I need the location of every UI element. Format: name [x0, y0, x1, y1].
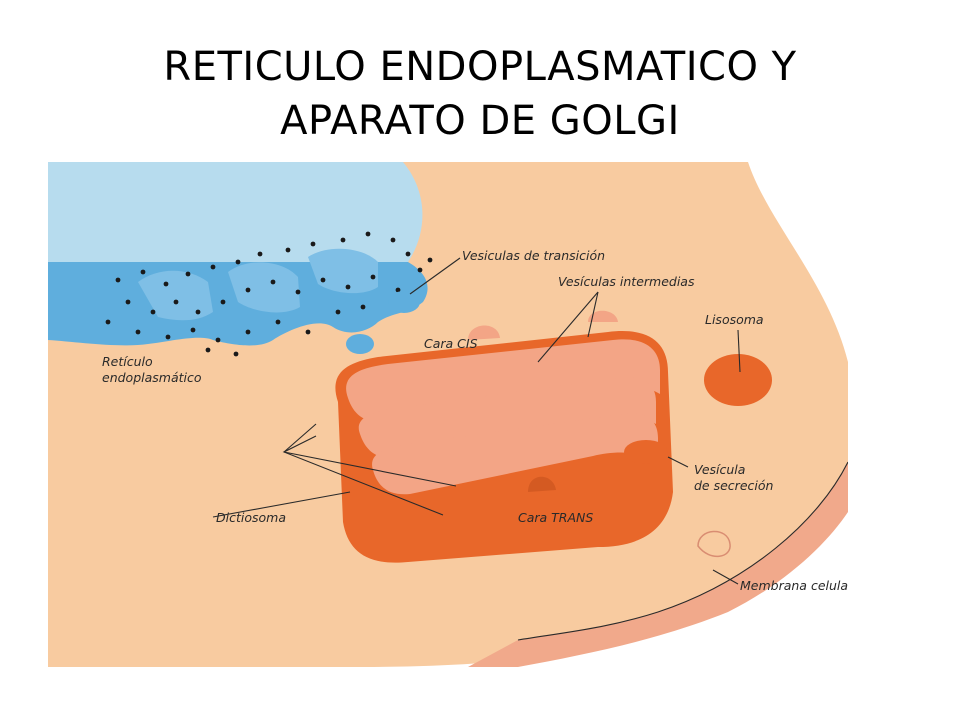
ribosome-dots: [105, 231, 433, 357]
label-lisosoma: Lisosoma: [705, 312, 764, 327]
golgi-dictyosome: [335, 310, 673, 563]
exocytosis-pocket: [697, 530, 731, 557]
transition-vesicle: [388, 291, 420, 313]
label-vesicula-secrecion-line1: Vesícula: [694, 462, 745, 477]
lysosome: [704, 354, 772, 406]
label-membrana-celular: Membrana celular: [740, 578, 848, 593]
label-cara-cis: Cara CIS: [424, 336, 478, 351]
label-vesiculas-intermedias: Vesículas intermedias: [558, 274, 695, 289]
label-vesicula-secrecion-line2: de secreción: [694, 478, 773, 493]
slide-title: RETICULO ENDOPLASMATICO Y APARATO DE GOL…: [0, 40, 960, 148]
leader-lines: [212, 257, 741, 585]
label-vesiculas-transicion: Vesiculas de transición: [462, 248, 605, 263]
title-line-2: APARATO DE GOLGI: [280, 98, 680, 144]
title-line-1: RETICULO ENDOPLASMATICO Y: [163, 44, 797, 90]
cell-membrane: [468, 462, 848, 667]
label-cara-trans: Cara TRANS: [518, 510, 593, 525]
nucleus-region: [48, 162, 423, 262]
label-reticulo-line2: endoplasmático: [102, 370, 202, 385]
organelle-diagram: Vesiculas de transición Vesículas interm…: [48, 162, 848, 667]
transition-vesicle: [346, 334, 374, 354]
secretion-vesicle: [624, 440, 668, 464]
label-reticulo-line1: Retículo: [102, 354, 153, 369]
label-dictiosoma: Dictiosoma: [216, 510, 286, 525]
